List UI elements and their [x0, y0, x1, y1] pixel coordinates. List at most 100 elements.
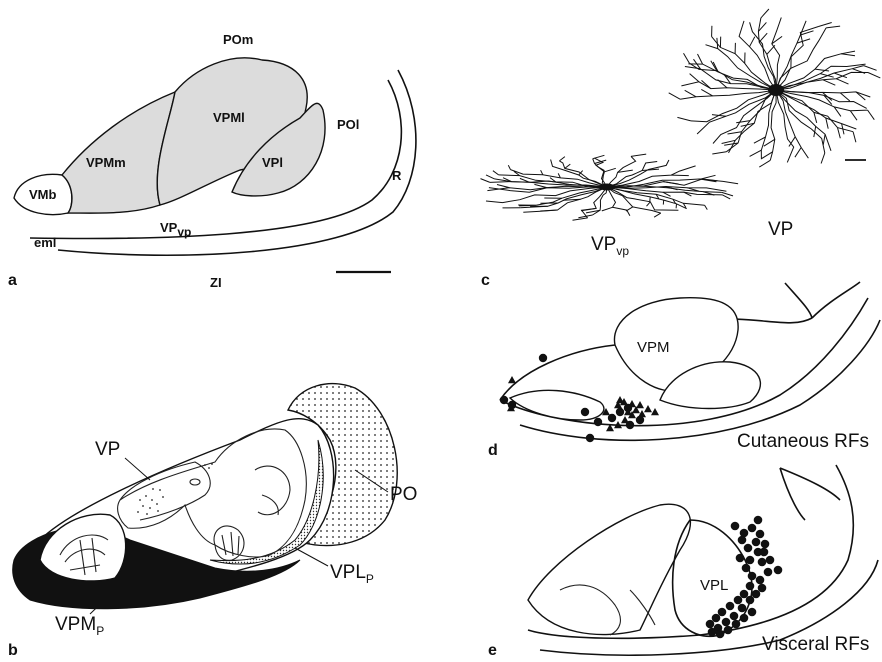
label-vpl-a: VPl	[262, 155, 283, 170]
label-zi: ZI	[210, 275, 222, 290]
label-vpm-d: VPM	[637, 339, 670, 356]
dendrite-branch	[573, 218, 588, 220]
rf-triangle	[621, 416, 629, 423]
dendrite-branch	[838, 128, 841, 139]
pointer-vp-b	[125, 458, 150, 480]
dendrite-branch	[705, 205, 708, 209]
rf-dot	[500, 396, 508, 404]
dendrite-branch	[723, 195, 731, 199]
label-vplp-main: VPL	[330, 562, 366, 583]
dendrite-branch	[868, 110, 875, 120]
dendrite-branch	[690, 74, 699, 82]
rf-dot	[716, 630, 725, 639]
rf-dot	[731, 522, 740, 531]
rf-dot	[708, 628, 717, 637]
rf-dot	[730, 612, 739, 621]
panel-d: VPM Cutaneous RFs d	[488, 282, 880, 459]
dendrite-branch	[712, 152, 726, 154]
dendrite-branch	[840, 93, 850, 101]
rf-dot	[586, 434, 594, 442]
dendrite	[750, 22, 776, 90]
rf-dot	[756, 530, 765, 539]
panel-b: VP PO VPLP VPMP b	[8, 384, 417, 659]
rf-dot	[754, 516, 763, 525]
rf-dot	[724, 626, 733, 635]
dendrite-branch	[486, 175, 495, 179]
panel-letter-a: a	[8, 272, 17, 289]
label-vmb: VMb	[29, 187, 57, 202]
panel-letter-e: e	[488, 642, 497, 659]
label-vpvp-c: VPvp	[591, 234, 629, 258]
dendrite-branch	[823, 134, 825, 145]
dendrite-branch	[593, 155, 605, 158]
rf-dot	[748, 572, 757, 581]
rf-dot	[756, 576, 765, 585]
region-left-e	[528, 504, 690, 634]
dendrite-branch	[534, 184, 547, 187]
panel-letter-b: b	[8, 642, 18, 659]
label-pol: POl	[337, 117, 359, 132]
dendrite	[689, 63, 776, 90]
dendrite-branch	[559, 157, 565, 161]
panel-a: POm VPMl POl VPMm VPl VMb VPvp R eml ZI …	[8, 32, 416, 290]
dendrite-branch	[736, 121, 750, 123]
dendrite-branch	[565, 164, 571, 168]
label-vplp-sub: P	[366, 572, 374, 586]
dendrite-branch	[684, 53, 690, 63]
rf-dot	[732, 620, 741, 629]
dendrite	[776, 72, 868, 90]
label-r: R	[392, 168, 402, 183]
dendrite-branch	[864, 66, 877, 71]
dendrite-branch	[663, 192, 671, 196]
dendrite-branch	[821, 153, 825, 164]
rf-dot	[722, 618, 731, 627]
rf-triangle	[616, 396, 624, 403]
rf-dot	[748, 524, 757, 533]
rf-dot	[740, 614, 749, 623]
panel-d-branch	[785, 282, 860, 318]
dendrite-branch	[523, 211, 540, 212]
dendrite-branch	[761, 9, 769, 18]
rf-dot	[706, 620, 715, 629]
region-face	[40, 514, 126, 581]
dendrite-branch	[493, 171, 499, 175]
rf-dot	[738, 604, 747, 613]
panel-letter-c: c	[481, 272, 490, 289]
caption-visceral: Visceral RFs	[762, 634, 869, 655]
dendrite-branch	[826, 26, 840, 28]
dendrite-branch	[764, 139, 775, 146]
dendrite-branch	[541, 170, 543, 175]
dendrite-branch	[759, 33, 767, 42]
dendrite-branch	[647, 202, 651, 206]
label-vpvp-a-sub: vp	[177, 225, 191, 239]
region-lateral-d	[510, 390, 604, 420]
rf-dot	[746, 556, 755, 565]
rf-dot	[748, 608, 757, 617]
dendrite-branch	[795, 148, 801, 158]
dendrite-branch	[868, 73, 880, 78]
panel-e: VPL Visceral RFs e	[488, 465, 878, 659]
rf-dot	[760, 548, 769, 557]
dendrite-branch	[750, 150, 762, 156]
rf-dot	[766, 556, 775, 565]
dendrite-branch	[728, 132, 742, 134]
dendrite-branch	[836, 79, 848, 84]
dendrite-branch	[823, 80, 835, 85]
dendrite-branch	[850, 111, 857, 121]
label-eml: eml	[34, 235, 56, 250]
label-vpmm: VPMm	[86, 155, 126, 170]
label-vpmp-main: VPM	[55, 614, 96, 635]
dendrite-branch	[723, 181, 738, 183]
label-vpml: VPMl	[213, 110, 245, 125]
pointer-vplp	[295, 548, 328, 566]
panel-e-branch	[780, 468, 840, 520]
dendrite-branch	[819, 23, 832, 27]
dendrite-branch	[698, 54, 703, 64]
rf-dot	[736, 554, 745, 563]
label-vpvp-c-main: VP	[591, 234, 616, 255]
label-vpl-e: VPL	[700, 577, 728, 594]
neuron-vp-soma	[768, 84, 784, 96]
rf-dot	[616, 408, 624, 416]
rf-triangle	[508, 376, 516, 383]
